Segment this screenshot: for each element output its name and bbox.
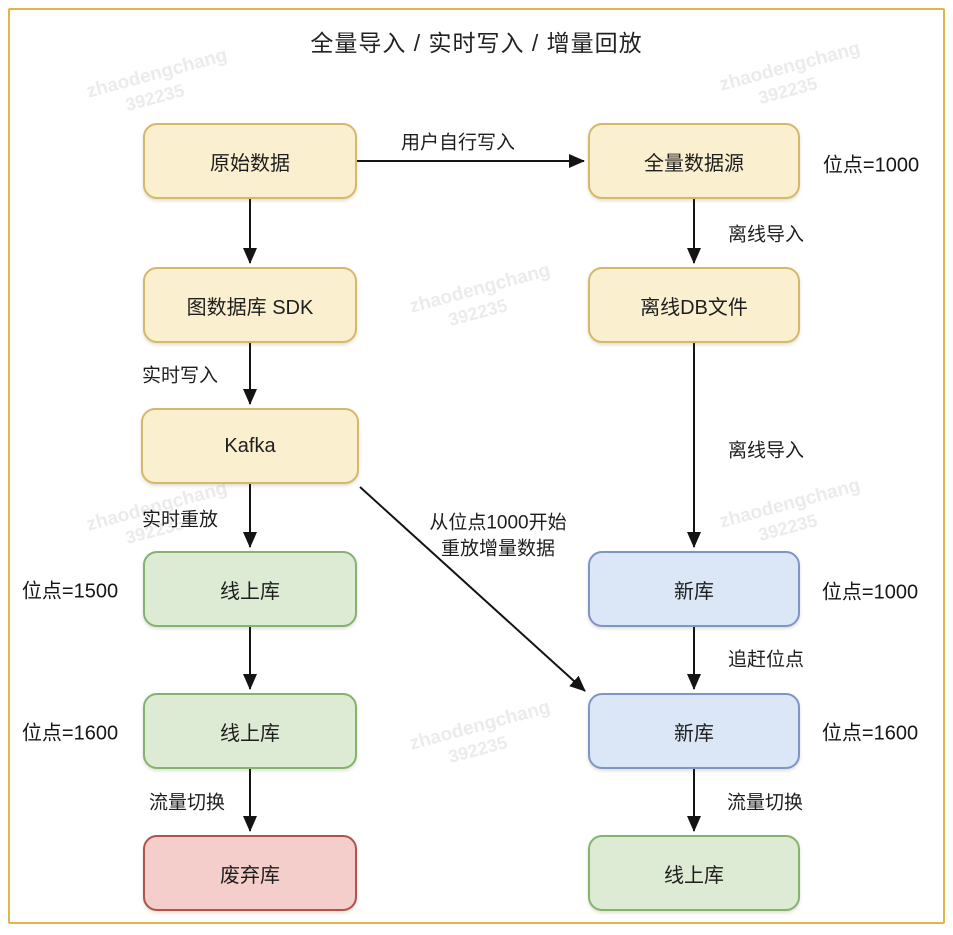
watermark-line1: zhaodengchang — [407, 696, 553, 755]
node-graph-sdk: 图数据库 SDK — [143, 267, 357, 343]
watermark: zhaodengchang 392235 — [407, 697, 558, 777]
node-discarded-db: 废弃库 — [143, 835, 357, 911]
watermark-line1: zhaodengchang — [84, 44, 230, 103]
watermark-line1: zhaodengchang — [717, 37, 863, 96]
node-label: 全量数据源 — [644, 152, 744, 175]
edge-label-traffic-switch-left: 流量切换 — [148, 792, 226, 814]
node-new-db-1000: 新库 — [588, 551, 800, 627]
edge-label-catch-up: 追赶位点 — [727, 649, 805, 671]
edge-label-realtime-replay: 实时重放 — [141, 509, 219, 531]
node-label: 原始数据 — [210, 152, 290, 175]
node-label: 离线DB文件 — [640, 296, 748, 319]
node-label: 图数据库 SDK — [186, 296, 314, 319]
edge-label-offline-import-long: 离线导入 — [727, 440, 805, 462]
node-label: 线上库 — [664, 864, 724, 887]
node-online-db-1500: 线上库 — [143, 551, 357, 627]
annotation-offset-new-1000: 位点=1000 — [821, 581, 919, 604]
node-label: 新库 — [674, 580, 714, 603]
watermark-line2: 392235 — [446, 294, 510, 330]
node-online-db-final: 线上库 — [588, 835, 800, 911]
edge-label-replay-from-offset-line2: 重放增量数据 — [440, 538, 556, 560]
edge-label-traffic-switch-right: 流量切换 — [726, 792, 804, 814]
edge-label-offline-import-top: 离线导入 — [727, 224, 805, 246]
watermark: zhaodengchang 392235 — [717, 475, 868, 555]
node-online-db-1600: 线上库 — [143, 693, 357, 769]
node-label: Kafka — [224, 434, 276, 457]
watermark-line1: zhaodengchang — [407, 259, 553, 318]
annotation-offset-full-source: 位点=1000 — [822, 154, 920, 177]
node-kafka: Kafka — [141, 408, 359, 484]
node-label: 线上库 — [220, 722, 280, 745]
node-new-db-1600: 新库 — [588, 693, 800, 769]
watermark-line2: 392235 — [123, 79, 187, 115]
watermark-line1: zhaodengchang — [717, 474, 863, 533]
watermark: zhaodengchang 392235 — [407, 260, 558, 340]
diagram-title: 全量导入 / 实时写入 / 增量回放 — [310, 30, 643, 56]
edge-label-replay-from-offset-line1: 从位点1000开始 — [429, 512, 567, 534]
watermark-line2: 392235 — [756, 72, 820, 108]
node-offline-db-file: 离线DB文件 — [588, 267, 800, 343]
node-label: 线上库 — [220, 580, 280, 603]
watermark: zhaodengchang 392235 — [717, 38, 868, 118]
edge-label-user-write: 用户自行写入 — [400, 132, 516, 154]
annotation-offset-new-1600: 位点=1600 — [821, 722, 919, 745]
watermark-line2: 392235 — [446, 731, 510, 767]
annotation-offset-online-1600: 位点=1600 — [21, 722, 119, 745]
annotation-offset-online-1500: 位点=1500 — [21, 580, 119, 603]
node-raw-data: 原始数据 — [143, 123, 357, 199]
node-label: 废弃库 — [220, 864, 280, 887]
node-full-source: 全量数据源 — [588, 123, 800, 199]
edge-label-realtime-write: 实时写入 — [141, 365, 219, 387]
watermark-line2: 392235 — [756, 509, 820, 545]
node-label: 新库 — [674, 722, 714, 745]
watermark: zhaodengchang 392235 — [84, 45, 235, 125]
